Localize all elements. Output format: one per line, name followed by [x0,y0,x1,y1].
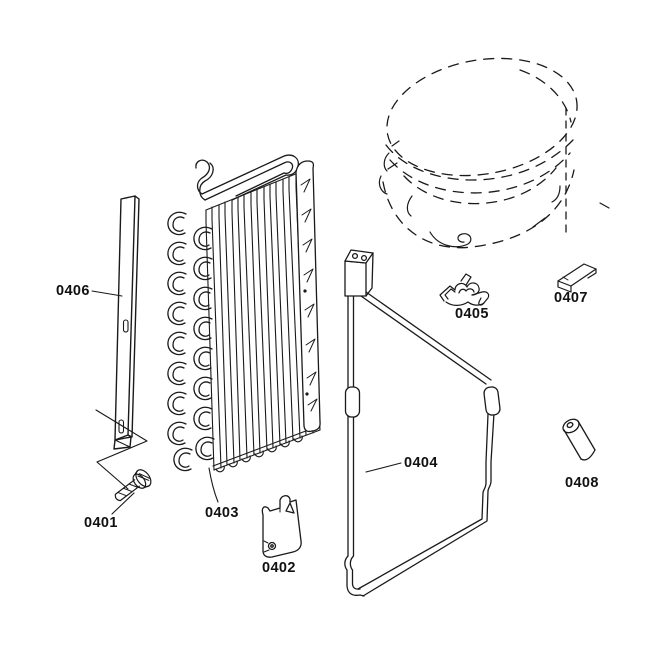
finned-coil [167,154,321,503]
leader-0401 [111,492,135,515]
coil-fins [205,168,321,473]
leader-0406 [91,290,123,297]
mounting-strip [91,195,148,490]
tube-sleeve-right [483,386,501,416]
tube-connector-block [344,249,374,297]
compressor-outline [382,57,578,249]
leader-zigzag [95,409,148,490]
part-label-0407[interactable]: 0407 [554,290,588,306]
part-label-0401[interactable]: 0401 [84,515,118,531]
coil-right-channel [295,160,321,433]
tube-sleeve-left [344,386,361,418]
clamp [439,273,490,306]
leader-0404 [365,462,402,473]
tube-loop [344,249,501,597]
clip [557,263,597,293]
part-label-0408[interactable]: 0408 [565,475,599,491]
drier-cylinder [562,418,596,461]
part-label-0406[interactable]: 0406 [56,283,90,299]
part-label-0404[interactable]: 0404 [404,455,438,471]
leader-0403 [208,467,219,503]
part-label-0403[interactable]: 0403 [205,505,239,521]
part-label-0405[interactable]: 0405 [455,306,489,322]
bracket-plate [261,495,302,558]
compressor-detail-marks [378,140,610,248]
part-label-0402[interactable]: 0402 [262,560,296,576]
screw [111,469,152,515]
